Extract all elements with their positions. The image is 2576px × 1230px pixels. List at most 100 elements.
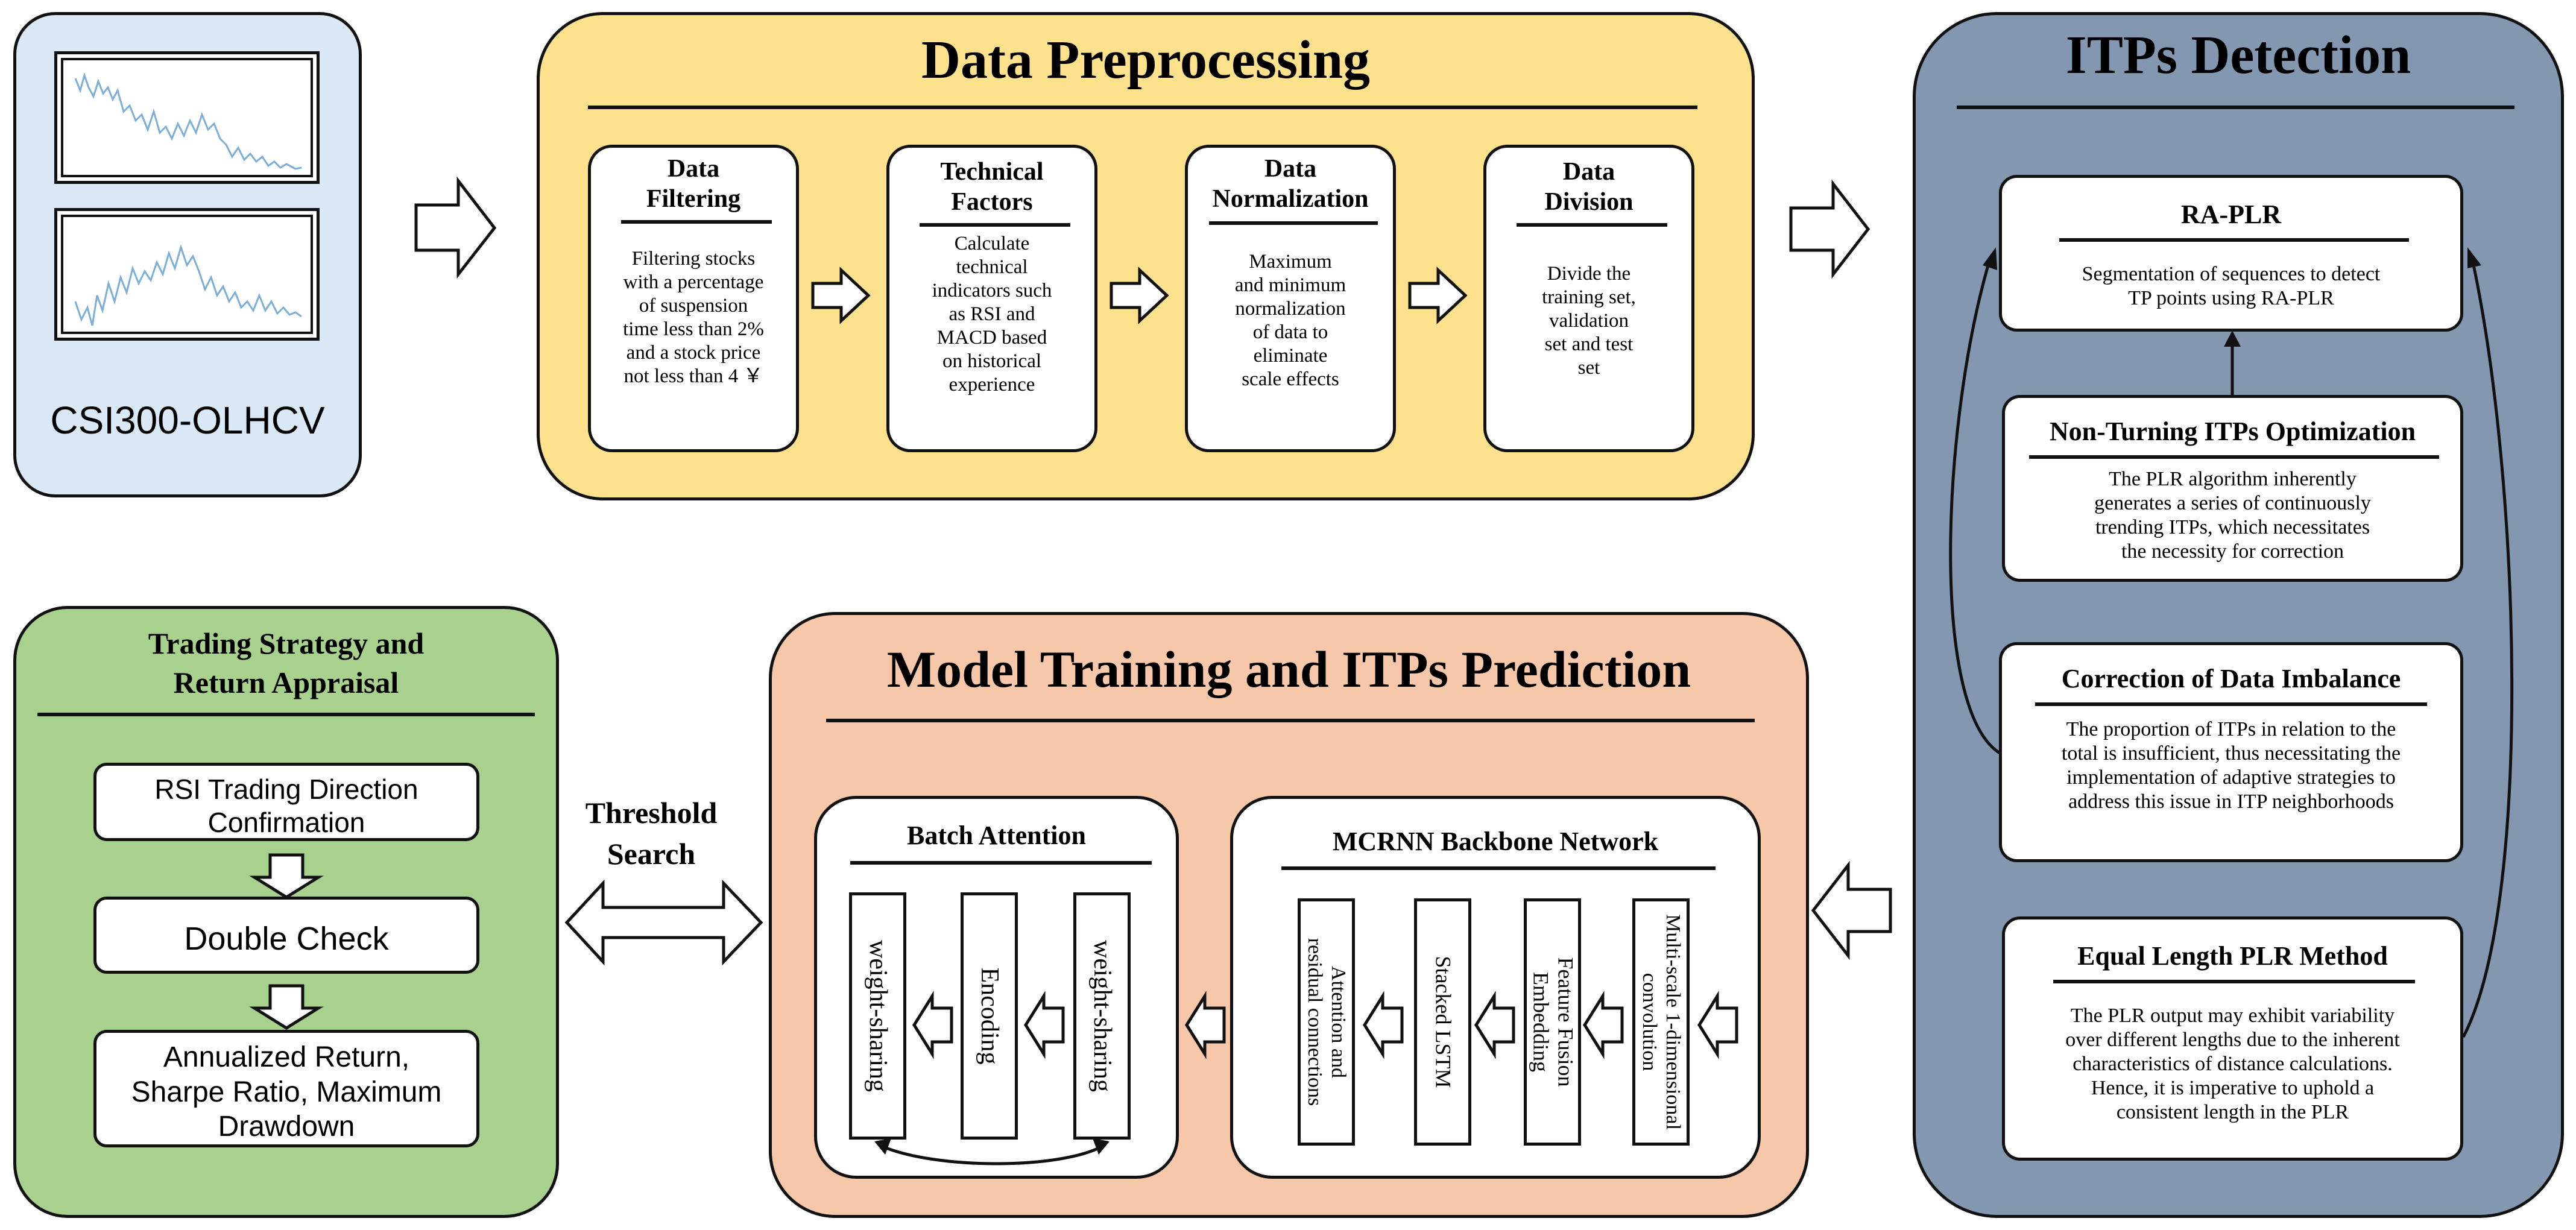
step-title-line2: Division <box>1544 188 1634 216</box>
trading-step-line: Annualized Return, <box>163 1041 410 1073</box>
flow-arrow-left-icon <box>1811 860 1892 960</box>
connector-weight-sharing-link <box>879 1144 1105 1165</box>
source-label: CSI300-OLHCV <box>50 399 325 442</box>
step-technical-factors: Technical Factors Calculate technical in… <box>886 145 1097 452</box>
batch-layer-weight-sharing-left: weight-sharing <box>849 892 906 1140</box>
step-desc-line: MACD based <box>936 326 1047 348</box>
threshold-line1: Threshold <box>585 796 718 830</box>
step-desc-line: set and test <box>1544 333 1634 355</box>
preprocessing-title: Data Preprocessing <box>921 30 1371 90</box>
step-title-line1: Data <box>1264 155 1317 183</box>
batch-layer-encoding: Encoding <box>961 892 1018 1140</box>
detection-title-rule <box>1957 106 2514 109</box>
trading-title-line1: Trading Strategy and <box>148 626 425 660</box>
step-title-line2: Normalization <box>1212 185 1369 213</box>
step-desc-line: of data to <box>1252 321 1328 343</box>
step-data-filtering: Data Filtering Filtering stocks with a p… <box>588 145 799 452</box>
ra-plr-card: RA-PLR Segmentation of sequences to dete… <box>1999 175 2463 332</box>
small-arrow-left-icon <box>1697 991 1738 1059</box>
step-title-line1: Data <box>667 155 720 183</box>
equal-length-desc-line: The PLR output may exhibit variability <box>2070 1004 2395 1027</box>
backbone-layer-lstm: Stacked LSTM <box>1414 898 1471 1146</box>
ra-plr-desc-line: Segmentation of sequences to detect <box>2082 263 2381 285</box>
trading-step-rsi: RSI Trading Direction Confirmation <box>93 763 479 841</box>
step-desc-line: as RSI and <box>949 303 1035 325</box>
small-arrow-left-icon <box>912 991 953 1059</box>
step-desc-line: and minimum <box>1234 274 1346 296</box>
batch-attention-title: Batch Attention <box>907 821 1086 850</box>
non-turning-title: Non-Turning ITPs Optimization <box>2049 417 2416 446</box>
equal-length-card: Equal Length PLR Method The PLR output m… <box>2002 916 2463 1161</box>
detection-title: ITPs Detection <box>2065 25 2411 85</box>
imbalance-title: Correction of Data Imbalance <box>2061 664 2401 693</box>
step-desc-line: set <box>1577 356 1600 379</box>
step-desc-line: scale effects <box>1242 368 1339 390</box>
ra-plr-desc-line: TP points using RA-PLR <box>2128 287 2334 310</box>
step-title-line2: Factors <box>951 188 1033 216</box>
batch-layer-weight-sharing-right: weight-sharing <box>1073 892 1131 1140</box>
step-desc-line: Maximum <box>1249 251 1332 273</box>
step-title-line1: Data <box>1562 158 1615 186</box>
trading-step-line: Sharpe Ratio, Maximum <box>131 1076 442 1108</box>
arrowhead-icon <box>1983 247 1997 270</box>
backbone-layer-multiscale-conv: Multi-scale 1-dimensional convolution <box>1632 898 1690 1146</box>
imbalance-card: Correction of Data Imbalance The proport… <box>1999 642 2463 862</box>
connector-imbalance-to-raplr <box>1949 259 2002 755</box>
non-turning-desc-line: the necessity for correction <box>2121 540 2344 563</box>
threshold-line2: Search <box>607 836 696 871</box>
step-title-line1: Technical <box>940 158 1044 186</box>
equal-length-desc-line: consistent length in the PLR <box>2116 1101 2349 1124</box>
backbone-layer-feature-fusion: Feature Fusion Embedding <box>1524 898 1581 1146</box>
small-arrow-right-icon <box>1110 266 1169 324</box>
arrowhead-icon <box>2224 330 2241 347</box>
small-arrow-right-icon <box>811 266 871 324</box>
equal-length-desc-line: over different lengths due to the inhere… <box>2065 1029 2400 1052</box>
small-arrow-left-icon <box>1185 991 1226 1059</box>
trading-step-returns: Annualized Return, Sharpe Ratio, Maximum… <box>93 1030 479 1147</box>
ra-plr-title: RA-PLR <box>2180 200 2282 229</box>
connector-equallength-to-raplr <box>2461 259 2514 1038</box>
price-line-1 <box>74 72 302 170</box>
step-desc-line: eliminate <box>1253 344 1328 367</box>
equal-length-desc-line: Hence, it is imperative to uphold a <box>2091 1077 2375 1100</box>
step-desc-line: validation <box>1549 309 1629 332</box>
preprocessing-title-rule <box>588 106 1697 109</box>
price-line-2 <box>74 244 302 326</box>
backbone-layer-attention: Attention and residual connections <box>1298 898 1355 1146</box>
imbalance-desc-line: total is insufficient, thus necessitatin… <box>2061 742 2401 765</box>
small-arrow-down-icon <box>249 984 324 1030</box>
step-desc-line: on historical <box>942 350 1042 372</box>
step-desc-line: time less than 2% <box>623 318 764 340</box>
non-turning-desc-line: The PLR algorithm inherently <box>2109 468 2357 490</box>
small-arrow-left-icon <box>1474 991 1515 1059</box>
step-data-normalization: Data Normalization Maximum and minimum n… <box>1185 145 1396 452</box>
trading-step-line: Double Check <box>184 921 389 957</box>
step-title-line2: Filtering <box>646 185 741 213</box>
flow-arrow-right-icon <box>1789 179 1870 279</box>
step-desc-line: training set, <box>1542 286 1636 308</box>
non-turning-card: Non-Turning ITPs Optimization The PLR al… <box>2002 395 2463 582</box>
trading-step-line: Confirmation <box>207 807 365 839</box>
imbalance-desc-line: The proportion of ITPs in relation to th… <box>2066 718 2396 740</box>
non-turning-desc-line: generates a series of continuously <box>2094 492 2371 515</box>
equal-length-title: Equal Length PLR Method <box>2077 941 2388 971</box>
trading-step-line: Drawdown <box>218 1111 355 1143</box>
small-arrow-right-icon <box>1408 266 1468 324</box>
step-data-division: Data Division Divide the training set, v… <box>1483 145 1694 452</box>
step-desc-line: Divide the <box>1547 263 1631 285</box>
model-title: Model Training and ITPs Prediction <box>886 640 1691 698</box>
price-chart-2 <box>54 208 320 341</box>
imbalance-desc-line: address this issue in ITP neighborhoods <box>2068 790 2394 813</box>
arrowhead-icon <box>1093 1138 1110 1155</box>
non-turning-desc-line: trending ITPs, which necessitates <box>2095 516 2370 539</box>
step-desc-line: of suspension <box>639 294 748 317</box>
step-desc-line: experience <box>949 373 1035 396</box>
arrowhead-icon <box>874 1138 891 1155</box>
backbone-title: MCRNN Backbone Network <box>1332 827 1659 856</box>
trading-title-rule <box>37 713 535 716</box>
step-desc-line: Calculate <box>954 233 1030 254</box>
trading-title: Trading Strategy and Return Appraisal <box>13 624 559 702</box>
price-chart-1 <box>54 51 320 184</box>
threshold-search-label: Threshold Search <box>561 793 742 874</box>
